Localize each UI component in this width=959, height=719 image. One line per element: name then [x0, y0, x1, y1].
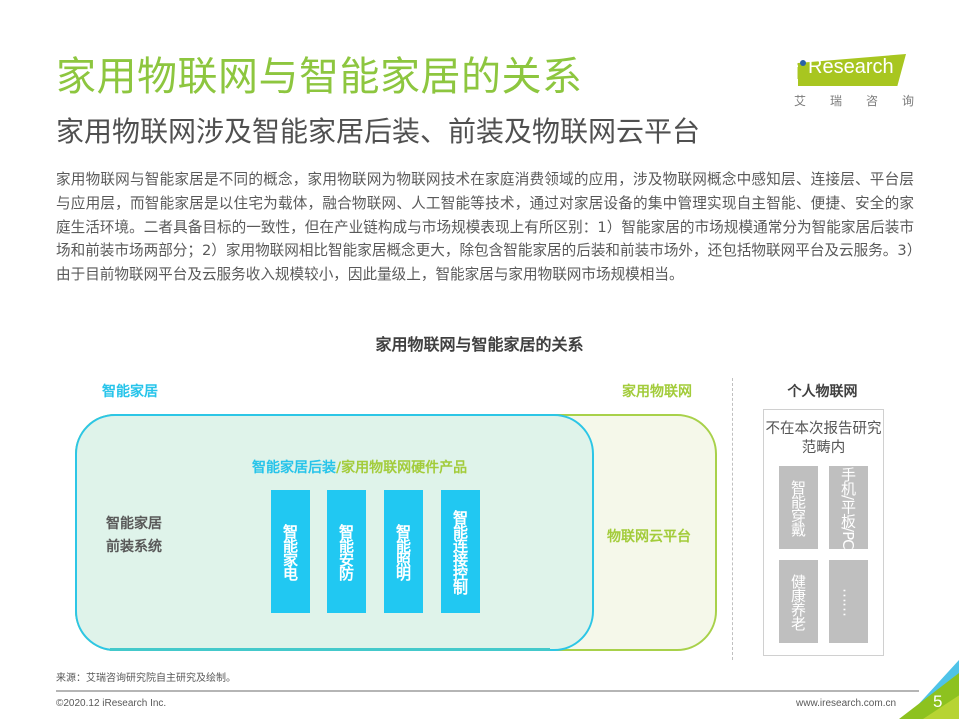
product-bar-label: 智能安防: [337, 523, 355, 580]
product-bar-lighting: 智能照明: [384, 490, 423, 613]
personal-tile-wearables: 智能穿戴: [779, 466, 818, 549]
intro-paragraph: 家用物联网与智能家居是不同的概念，家用物联网为物联网技术在家庭消费领域的应用，涉…: [56, 171, 914, 284]
copyright: ©2020.12 iResearch Inc.: [56, 698, 167, 709]
product-bar-label: 智能家电: [281, 523, 299, 580]
personal-tile-health-elderly: 健康养老: [779, 560, 818, 643]
footer-divider: [56, 690, 919, 692]
diagram-title: 家用物联网与智能家居的关系: [375, 335, 584, 354]
product-bar-label: 智能连接控制: [451, 509, 469, 594]
product-bar-appliance: 智能家电: [271, 490, 310, 613]
tile-label: 智能穿戴: [789, 479, 807, 536]
home-iot-label: 家用物联网: [622, 384, 692, 400]
logo-brand-text: Research: [808, 56, 894, 78]
smart-home-label: 智能家居: [102, 384, 158, 400]
aftermarket-heading-smart-home: 智能家居后装: [252, 460, 336, 476]
page-subtitle: 家用物联网涉及智能家居后装、前装及物联网云平台: [56, 115, 701, 148]
tile-label: ……: [839, 587, 858, 616]
logo-i-letter: i: [796, 59, 803, 84]
tile-label: 手机/平板/PC: [839, 466, 857, 549]
page-number: 5: [933, 692, 943, 711]
logo-cn-char: 咨: [865, 94, 878, 108]
iresearch-logo: i Research 艾 瑞 咨 询: [786, 42, 916, 122]
dashed-divider: [732, 378, 733, 660]
personal-iot-label: 个人物联网: [787, 384, 858, 400]
logo-chinese-name: 艾 瑞 咨 询: [794, 92, 914, 109]
product-bar-connectivity: 智能连接控制: [441, 490, 480, 613]
product-bar-label: 智能照明: [394, 523, 412, 580]
product-bar-security: 智能安防: [327, 490, 366, 613]
aftermarket-heading-iot-hardware: /家用物联网硬件产品: [336, 460, 468, 476]
out-of-scope-note: 不在本次报告研究范畴内: [765, 421, 882, 456]
source-note: 来源：艾瑞咨询研究院自主研究及绘制。: [56, 673, 236, 684]
front-label-line: 前装系统: [106, 539, 162, 555]
personal-tile-phone-tablet-pc: 手机/平板/PC: [829, 466, 868, 549]
logo-dot-icon: [800, 60, 806, 66]
tile-label: 健康养老: [789, 573, 807, 630]
website-link[interactable]: www.iresearch.com.cn: [796, 698, 897, 709]
logo-cn-char: 询: [901, 94, 914, 108]
personal-tile-more: ……: [829, 560, 868, 643]
iot-cloud-platform-label: 物联网云平台: [607, 529, 691, 545]
front-install-system-label: 智能家居 前装系统: [106, 513, 162, 559]
logo-cn-char: 瑞: [829, 94, 842, 108]
page-corner-decoration: 5: [899, 660, 959, 719]
front-label-line: 智能家居: [106, 516, 162, 532]
aftermarket-heading: 智能家居后装/家用物联网硬件产品: [252, 457, 467, 477]
smart-home-region-bottom-edge: [110, 648, 550, 651]
page-title: 家用物联网与智能家居的关系: [56, 54, 583, 100]
logo-cn-char: 艾: [794, 94, 807, 108]
